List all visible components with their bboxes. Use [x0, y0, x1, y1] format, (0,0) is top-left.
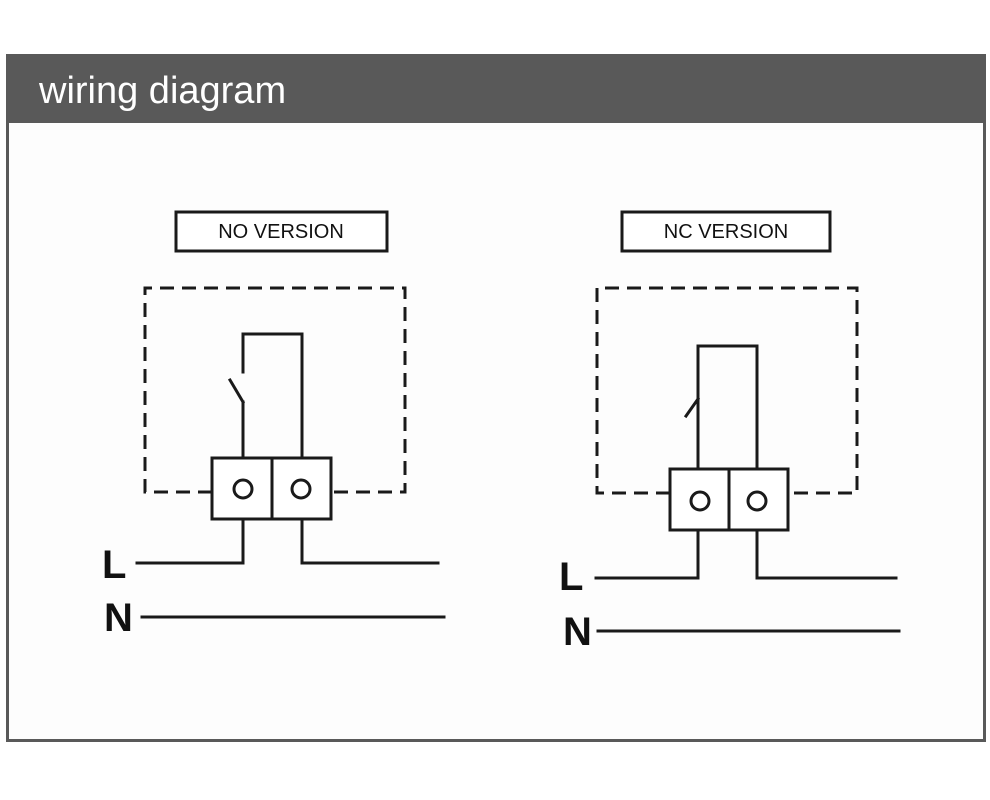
nc-version-diagram: NC VERSION L N — [559, 210, 901, 654]
no-load-wire — [300, 517, 440, 565]
nc-device-enclosure — [595, 286, 859, 495]
wiring-diagram-panel: wiring diagram — [6, 54, 986, 742]
no-screw-left-icon — [232, 478, 254, 500]
no-neutral-terminal-label: N — [104, 596, 133, 640]
nc-load-wire — [755, 528, 898, 580]
nc-closed-contact-blade — [683, 396, 701, 419]
no-internal-loop — [241, 332, 304, 460]
nc-version-label-box — [620, 210, 832, 253]
nc-neutral-terminal-label: N — [563, 610, 592, 654]
nc-internal-loop — [696, 344, 759, 471]
no-version-diagram: NO VERSION L N — [102, 210, 446, 640]
nc-screw-right-icon — [746, 490, 768, 512]
no-live-terminal-label: L — [102, 543, 126, 587]
no-device-enclosure — [143, 286, 407, 494]
nc-version-label: NC VERSION — [664, 221, 788, 243]
no-live-wire — [135, 517, 245, 565]
no-open-contact-blade — [227, 377, 246, 405]
nc-live-wire — [594, 528, 700, 580]
panel-title: wiring diagram — [39, 70, 287, 112]
no-version-label: NO VERSION — [218, 221, 344, 243]
no-version-label-box — [174, 210, 389, 253]
nc-live-terminal-label: L — [559, 555, 583, 599]
panel-header: wiring diagram — [9, 57, 983, 123]
no-screw-right-icon — [290, 478, 312, 500]
nc-screw-left-icon — [689, 490, 711, 512]
